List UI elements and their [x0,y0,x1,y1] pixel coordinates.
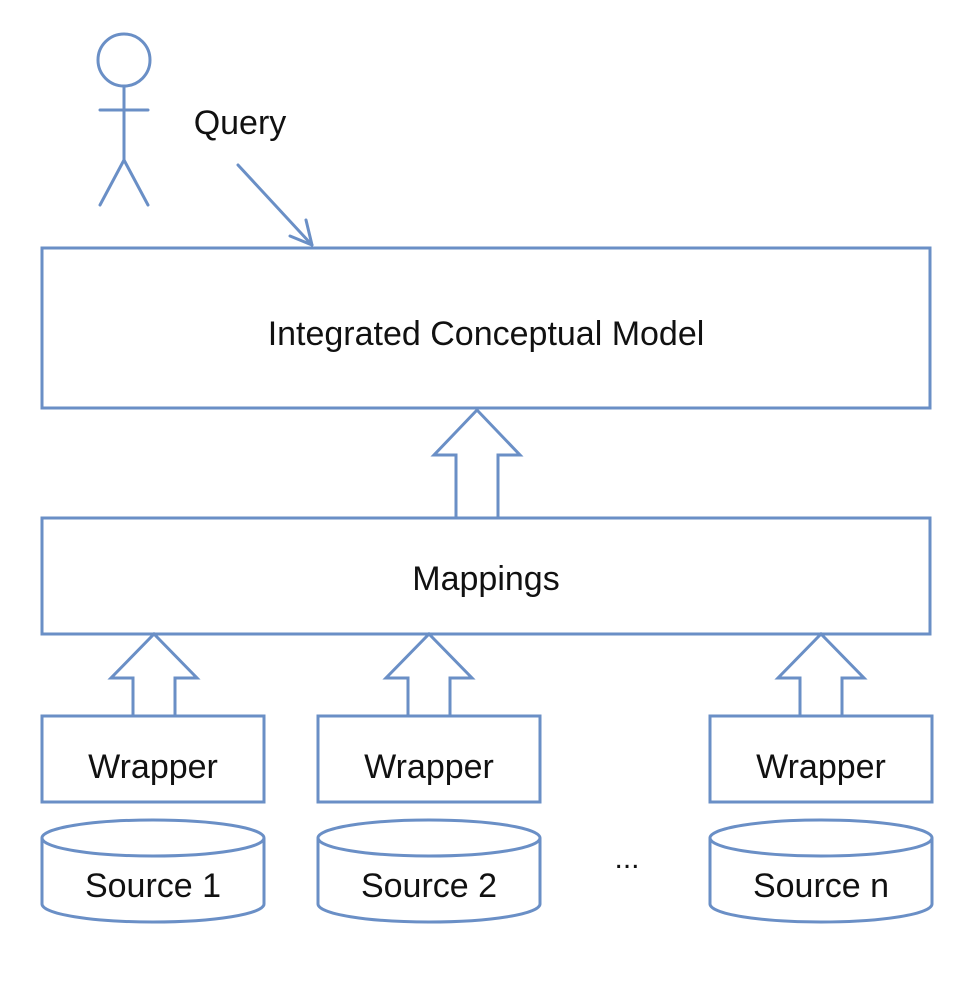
source-n-label: Source n [753,867,889,905]
wrapper-2-label: Wrapper [364,748,494,786]
wrapper-1-label: Wrapper [88,748,218,786]
source-2-cylinder-icon [316,818,542,924]
wrapper-1-arrow [107,631,201,718]
wrapper-2-arrow [382,631,476,718]
query-label: Query [194,104,287,142]
source-n-cylinder-icon [708,818,934,924]
mappings-to-model-arrow [430,407,524,520]
wrapper-n-label: Wrapper [756,748,886,786]
source-1-cylinder-icon [40,818,266,924]
integrated-conceptual-model-box [40,246,932,410]
wrapper-n-box [708,714,934,804]
source-2-label: Source 2 [361,867,497,905]
mappings-label: Mappings [412,560,559,598]
ellipsis-label: ... [614,842,639,875]
wrapper-1-box [40,714,266,804]
integrated-conceptual-model-label: Integrated Conceptual Model [268,315,705,353]
wrapper-n-arrow [774,631,868,718]
user-figure-icon [96,32,152,207]
mappings-box [40,516,932,636]
query-arrow [236,163,314,247]
source-1-label: Source 1 [85,867,221,905]
wrapper-2-box [316,714,542,804]
